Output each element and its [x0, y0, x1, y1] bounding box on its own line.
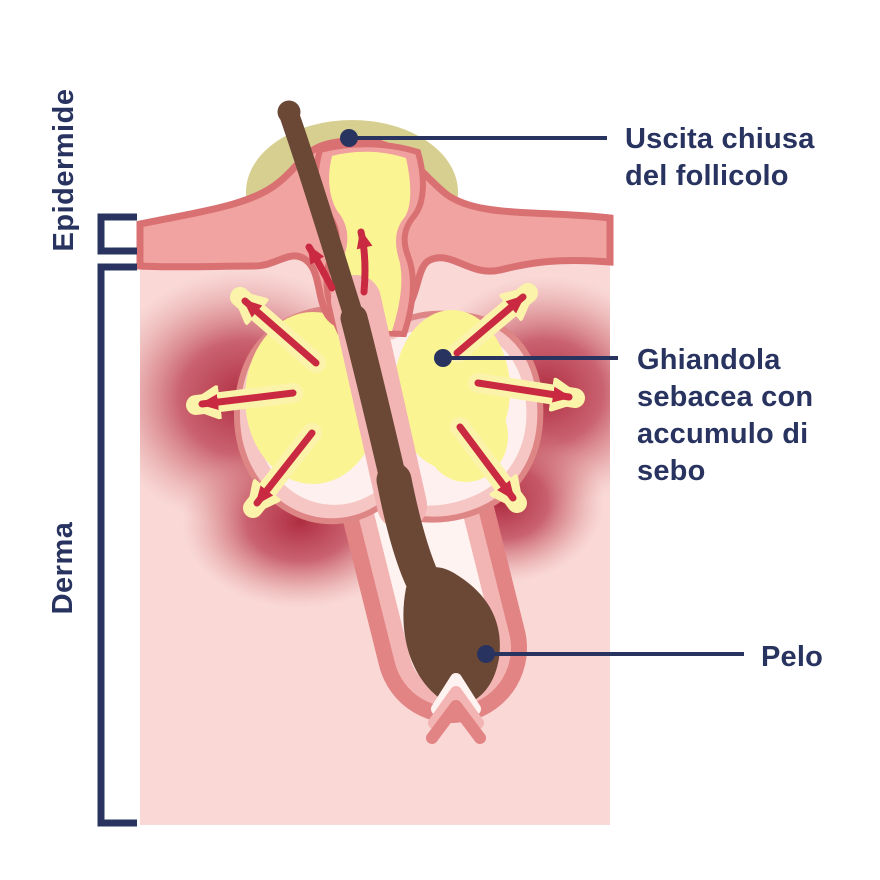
hair-bulb — [403, 567, 500, 706]
label-dot-hair — [477, 645, 495, 663]
callout-closed-follicle: Uscita chiusa del follicolo — [625, 123, 815, 192]
hair — [277, 100, 500, 744]
hair-shaft-upper — [279, 104, 368, 340]
epidermis-bracket — [97, 213, 137, 255]
callout-sebaceous-gland: Ghiandola sebacea con accumulo di sebo — [637, 344, 814, 487]
label-epidermide: Epidermide — [48, 88, 80, 252]
label-dot-gland — [434, 349, 452, 367]
bulb-notch-rose — [426, 700, 486, 744]
arrow-right — [468, 373, 585, 398]
label-dot-closed-follicle — [340, 129, 358, 147]
label-derma: Derma — [47, 521, 79, 615]
dermis-bracket — [97, 263, 137, 827]
pressure-arrows — [186, 283, 585, 518]
bulb-notch-pink — [428, 686, 484, 729]
flow-arrow-left — [305, 243, 336, 292]
callout-hair: Pelo — [761, 641, 824, 673]
flow-arrow-right — [356, 228, 373, 296]
bulb-notch-white — [431, 673, 481, 715]
layer-brackets — [97, 213, 137, 827]
leader-lines — [340, 129, 744, 663]
arrow-lower-right — [450, 417, 527, 513]
arrow-upper-left — [230, 287, 326, 373]
arrow-left — [186, 383, 303, 405]
arrow-lower-left — [243, 423, 322, 518]
sebum-flow-arrows — [305, 228, 373, 296]
arrow-upper-right — [447, 283, 538, 363]
